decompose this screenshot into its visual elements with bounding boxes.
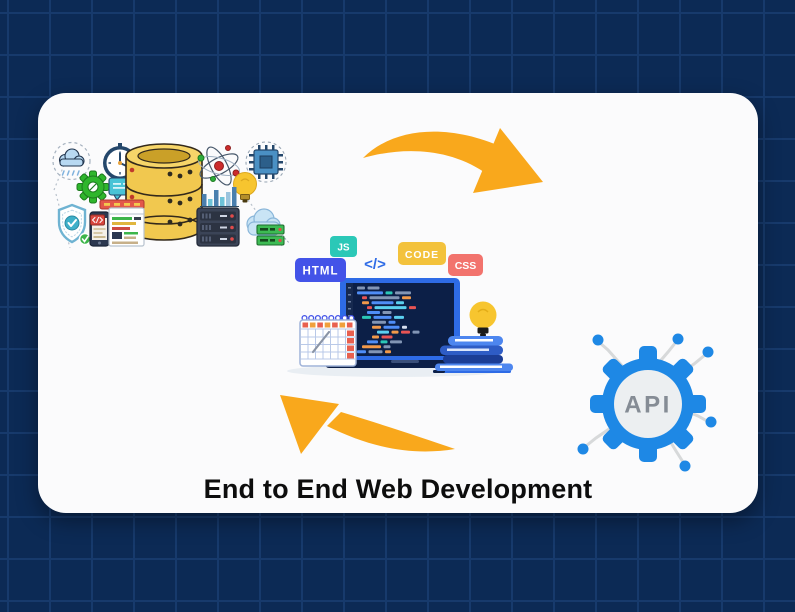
rain-cloud-icon [52,141,91,181]
bar-chart-icon [200,187,239,207]
code-lines [357,286,420,354]
caption: End to End Web Development [203,474,593,504]
browser-window-icon [108,207,145,247]
illustration-card: JS </> CODE HTML CSS [38,93,758,513]
server-rack-icon [196,207,240,247]
swoosh-arrow-left-icon [280,395,455,454]
swoosh-arrow-right-icon [363,128,543,193]
web-development-illustration: JS </> CODE HTML CSS [287,236,513,377]
ribbon-banner-icon [99,199,145,210]
circuit-node-icon [577,333,717,472]
tech-stack-illustration [52,141,291,249]
lightbulb-icon [233,172,257,203]
check-circle-icon [78,232,92,246]
atom-icon [197,145,240,186]
svg-text:HTML: HTML [303,266,339,278]
api-label: API [624,392,672,419]
css-badge: CSS [448,254,483,276]
js-badge: JS [330,236,357,257]
cloud-server-icon [246,208,291,246]
code-glyph: </> [364,256,386,273]
gear-icon [76,170,110,204]
books-icon [435,336,513,371]
svg-text:CSS: CSS [455,260,477,272]
code-badge: CODE [398,242,446,265]
cpu-chip-icon [245,141,287,183]
html-badge: HTML [295,258,346,282]
shield-check-icon [57,203,87,244]
svg-text:JS: JS [337,243,350,254]
smartphone-code-icon [89,211,110,247]
lightbulb-icon [469,301,497,337]
api-gear-icon: API [577,333,717,472]
database-icon [125,143,203,241]
svg-text:CODE: CODE [405,249,439,261]
calendar-icon [299,314,357,367]
